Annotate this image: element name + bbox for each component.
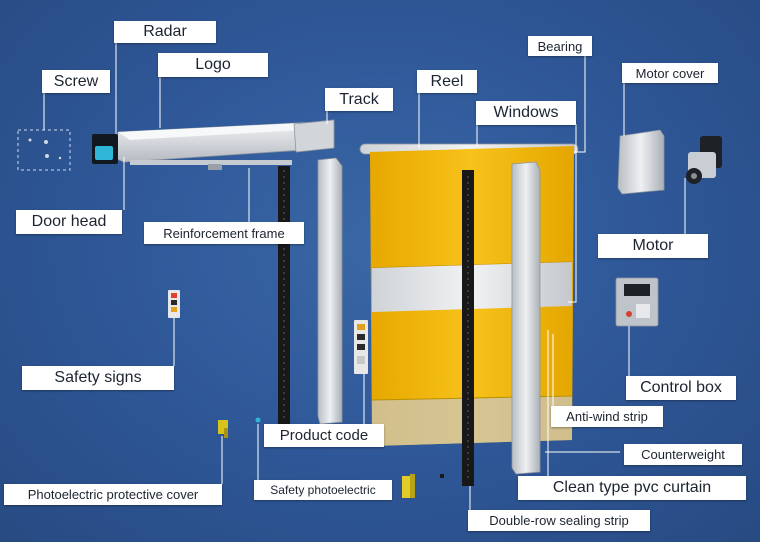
label-track: Track <box>325 88 393 111</box>
label-reel: Reel <box>417 70 477 93</box>
label-clean-type-pvc-curtain: Clean type pvc curtain <box>518 476 746 500</box>
safety-signs-part <box>168 290 180 318</box>
label-motor: Motor <box>598 234 708 258</box>
label-windows: Windows <box>476 101 576 125</box>
safety-photoelectric-part <box>255 417 261 423</box>
control-box-part <box>615 277 659 327</box>
label-safety-photoelectric: Safety photoelectric <box>254 480 392 500</box>
label-bearing: Bearing <box>528 36 592 56</box>
photo-cover-part <box>218 420 228 438</box>
side-frame-part <box>317 157 343 425</box>
leader-lines <box>43 42 686 512</box>
label-motor-cover: Motor cover <box>622 63 718 83</box>
label-reinforcement-frame: Reinforcement frame <box>144 222 304 244</box>
product-code-part <box>354 320 368 374</box>
label-photoelectric-protective-cover: Photoelectric protective cover <box>4 484 222 505</box>
screw-part <box>17 129 71 171</box>
label-anti-wind-strip: Anti-wind strip <box>551 406 663 427</box>
label-control-box: Control box <box>626 376 736 400</box>
label-safety-signs: Safety signs <box>22 366 174 390</box>
anti-wind-part <box>511 161 541 475</box>
label-logo: Logo <box>158 53 268 77</box>
label-counterweight: Counterweight <box>624 444 742 465</box>
label-screw: Screw <box>42 70 110 93</box>
small-bottom-parts <box>402 474 444 498</box>
sealing-strip-part <box>462 170 474 486</box>
door-head-part <box>92 119 335 170</box>
label-double-row-sealing-strip: Double-row sealing strip <box>468 510 650 531</box>
track-part <box>278 166 290 426</box>
motor-cover-part <box>617 129 665 195</box>
label-product-code: Product code <box>264 424 384 447</box>
motor-part <box>686 136 722 184</box>
label-door-head: Door head <box>16 210 122 234</box>
label-radar: Radar <box>114 21 216 43</box>
